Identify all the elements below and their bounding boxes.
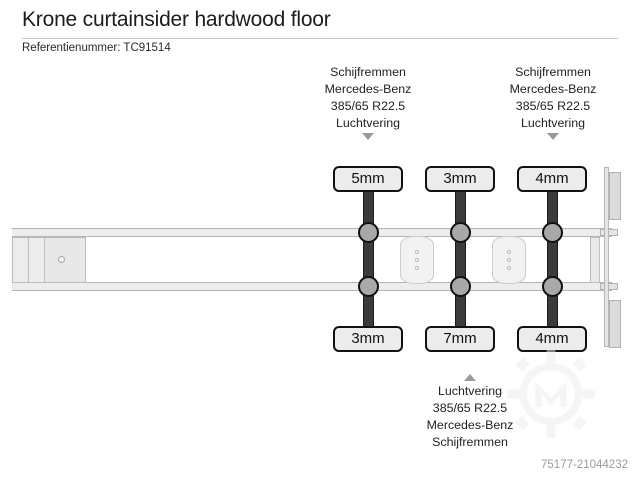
page-header: Krone curtainsider hardwood floor Refere… — [0, 0, 640, 58]
bracket-hole — [507, 266, 511, 270]
axle-bar-2 — [455, 177, 466, 337]
axle-bar-3 — [547, 177, 558, 337]
rear-frame-column — [590, 237, 600, 283]
annotation-line: Schijfremmen — [515, 65, 591, 79]
reference-number: Referentienummer: TC91514 — [22, 42, 171, 54]
arrow-up-icon — [464, 374, 476, 381]
arrow-down-icon — [547, 133, 559, 140]
page-title: Krone curtainsider hardwood floor — [22, 8, 331, 31]
kingpin-plate-inner — [44, 237, 86, 283]
bracket-hole — [415, 266, 419, 270]
annotation-line: Mercedes-Benz — [509, 82, 597, 96]
suspension-bracket — [492, 236, 526, 284]
arrow-down-icon — [362, 133, 374, 140]
wheel-hub-3-bottom — [542, 276, 563, 297]
annotation-bottom-axle-group: Luchtvering 385/65 R22.5 Mercedes-Benz S… — [385, 374, 555, 451]
bracket-hole — [415, 258, 419, 262]
tread-depth-badge-1-bottom: 3mm — [333, 326, 403, 352]
rear-door-panel-bottom — [609, 300, 621, 348]
axle-bar-1 — [363, 177, 374, 337]
tread-depth-badge-3-top: 4mm — [517, 166, 587, 192]
wheel-hub-2-top — [450, 222, 471, 243]
tread-depth-badge-2-top: 3mm — [425, 166, 495, 192]
annotation-line: Schijfremmen — [330, 65, 406, 79]
annotation-line: 385/65 R22.5 — [432, 401, 508, 415]
rear-crossmember-top — [600, 229, 618, 236]
annotation-line: Mercedes-Benz — [324, 82, 412, 96]
suspension-bracket — [400, 236, 434, 284]
bracket-hole — [507, 250, 511, 254]
front-plate-divider — [28, 237, 29, 283]
bracket-hole — [415, 250, 419, 254]
annotation-rear-axle-group: Schijfremmen Mercedes-Benz 385/65 R22.5 … — [478, 64, 628, 140]
chassis-rail-top — [12, 228, 612, 237]
wheel-hub-2-bottom — [450, 276, 471, 297]
annotation-line: 385/65 R22.5 — [515, 99, 591, 113]
annotation-line: Luchtvering — [335, 116, 401, 130]
tread-depth-badge-1-top: 5mm — [333, 166, 403, 192]
tread-depth-badge-3-bottom: 4mm — [517, 326, 587, 352]
annotation-line: Luchtvering — [437, 384, 503, 398]
wheel-hub-3-top — [542, 222, 563, 243]
annotation-line: 385/65 R22.5 — [330, 99, 406, 113]
trailer-diagram: 5mm 3mm 3mm 7mm 4mm 4mm — [0, 150, 640, 365]
rear-crossmember-bottom — [600, 283, 618, 290]
annotation-front-axle-group: Schijfremmen Mercedes-Benz 385/65 R22.5 … — [293, 64, 443, 140]
wheel-hub-1-top — [358, 222, 379, 243]
annotation-line: Schijfremmen — [432, 435, 508, 449]
annotation-line: Mercedes-Benz — [426, 418, 514, 432]
rear-door-panel-top — [609, 172, 621, 220]
bracket-hole — [507, 258, 511, 262]
wheel-hub-1-bottom — [358, 276, 379, 297]
chassis-rail-bottom — [12, 282, 612, 291]
annotation-line: Luchtvering — [520, 116, 586, 130]
rear-post — [604, 167, 609, 347]
tread-depth-badge-2-bottom: 7mm — [425, 326, 495, 352]
kingpin-icon — [58, 256, 65, 263]
image-id: 75177-21044232 — [541, 459, 628, 471]
header-divider — [22, 38, 618, 39]
